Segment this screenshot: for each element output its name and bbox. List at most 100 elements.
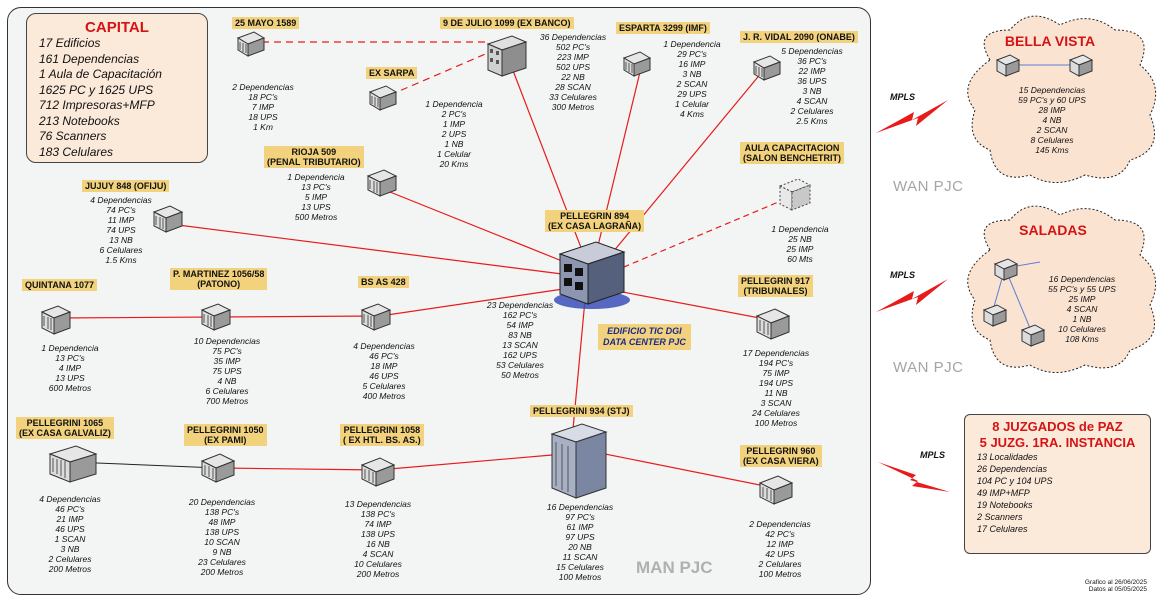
capital-line: 76 Scanners xyxy=(39,129,107,143)
site-label-quintana: QUINTANA 1077 xyxy=(22,279,98,291)
building-icon xyxy=(548,420,608,505)
juzgados-line: 26 Dependencias xyxy=(977,464,1048,474)
lightning-icon xyxy=(878,462,950,492)
man-label: MAN PJC xyxy=(636,558,713,577)
building-icon xyxy=(1020,322,1046,353)
site-label-jujuy: JUJUY 848 (OFIJU) xyxy=(82,180,170,192)
building-icon xyxy=(778,176,812,217)
link-rioja xyxy=(384,189,573,266)
capital-line: 183 Celulares xyxy=(39,144,114,159)
bella-vista-title: BELLA VISTA xyxy=(1004,33,1096,49)
juzgados-line: 17 Celulares xyxy=(977,524,1028,534)
site-label-pellegrini-917: PELLEGRIN 917(TRIBUNALES) xyxy=(738,275,814,297)
building-icon xyxy=(755,305,791,346)
cloud-saladas xyxy=(967,205,1157,373)
site-label-esparta: ESPARTA 3299 (IMF) xyxy=(616,22,710,34)
site-label-rioja: RIOJA 509(PENAL TRIBUTARIO) xyxy=(264,146,364,168)
saladas-title: SALADAS xyxy=(1019,222,1087,238)
mpls-bolt-icons xyxy=(876,100,950,492)
building-icon xyxy=(982,302,1008,333)
building-icon xyxy=(622,48,652,83)
capital-line: 17 Edificios xyxy=(39,36,101,50)
building-icon xyxy=(236,28,266,63)
site-label-pellegrini-1065: PELLEGRINI 1065(EX CASA GALVALIZ) xyxy=(16,417,114,439)
building-icon xyxy=(200,450,236,489)
building-icon xyxy=(368,82,398,117)
wan-label: WAN PJC xyxy=(893,178,964,195)
capital-line: 1 Aula de Capacitación xyxy=(39,67,162,81)
site-label-25-mayo: 25 MAYO 1589 xyxy=(232,17,300,29)
site-label-pellegrini-960: PELLEGRIN 960(EX CASA VIERA) xyxy=(740,445,822,467)
site-label-vidal: J. R. VIDAL 2090 (ONABE) xyxy=(740,31,858,43)
link-p1058 xyxy=(377,454,553,471)
capital-summary-box: CAPITAL 17 Edificios 161 Dependencias 1 … xyxy=(26,13,208,163)
juzgados-line: 104 PC y 104 UPS xyxy=(977,476,1053,486)
link-sarpa-banco xyxy=(389,51,491,96)
building-icon xyxy=(360,454,396,493)
site-label-martinez: P. MARTINEZ 1056/58(PATONO) xyxy=(170,268,268,290)
juzgados-line: 2 Scanners xyxy=(977,512,1023,522)
link-p934 xyxy=(571,299,586,441)
capital-title: CAPITAL xyxy=(85,19,149,36)
building-icon xyxy=(152,202,184,239)
site-label-pellegrini-934: PELLEGRINI 934 (STJ) xyxy=(530,405,633,417)
link-p960 xyxy=(584,449,776,489)
link-p1050 xyxy=(219,467,379,471)
building-icon xyxy=(40,302,72,341)
site-label-9-de-julio: 9 DE JULIO 1099 (EX BANCO) xyxy=(440,17,574,29)
link-bsas xyxy=(379,287,571,317)
link-p917 xyxy=(611,289,771,321)
datacenter-building-icon xyxy=(556,238,628,311)
building-icon xyxy=(995,52,1021,83)
link-jujuy xyxy=(177,224,571,276)
building-icon xyxy=(200,300,232,337)
building-icon xyxy=(1068,52,1094,83)
building-icon xyxy=(366,166,398,203)
building-icon xyxy=(758,472,794,511)
building-icon xyxy=(48,442,98,489)
lightning-icon xyxy=(876,100,948,133)
capital-line: 712 Impresoras+MFP xyxy=(39,98,155,112)
wan-label: WAN PJC xyxy=(893,359,964,376)
site-label-bs-as: BS AS 428 xyxy=(358,276,409,288)
juzgados-line: 49 IMP+MFP xyxy=(977,488,1030,498)
site-label-pellegrini-894: PELLEGRIN 894(EX CASA LAGRAÑA) xyxy=(545,210,645,232)
site-label-pellegrini-1058: PELLEGRINI 1058( EX HTL. BS. AS.) xyxy=(340,424,424,446)
building-icon xyxy=(752,52,782,87)
site-label-aula: AULA CAPACITACION(SALON BENCHETRIT) xyxy=(740,142,844,164)
link-aula xyxy=(611,194,796,273)
building-icon xyxy=(360,300,392,337)
capital-line: 213 Notebooks xyxy=(39,113,120,128)
juzgados-line: 19 Notebooks xyxy=(977,500,1033,510)
building-icon xyxy=(993,256,1019,287)
lightning-icon xyxy=(876,279,948,312)
mpls-label: MPLS xyxy=(920,450,946,460)
mpls-label: MPLS xyxy=(890,92,916,102)
capital-line: 1625 PC y 1625 UPS xyxy=(39,82,154,97)
site-label-ex-sarpa: EX SARPA xyxy=(366,67,418,79)
mpls-label: MPLS xyxy=(890,270,916,280)
site-label-pellegrini-1050: PELLEGRINI 1050(EX PAMI) xyxy=(184,424,267,446)
building-icon xyxy=(486,34,528,83)
